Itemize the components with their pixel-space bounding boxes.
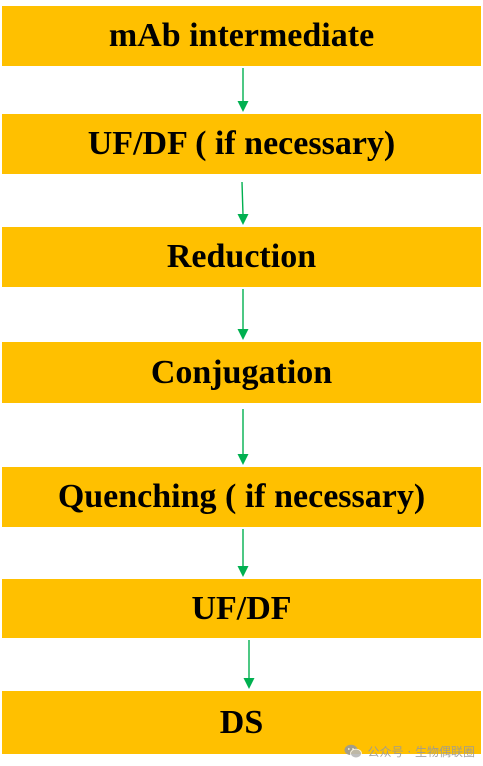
- arrow-down-2: [237, 181, 249, 225]
- watermark-text: 公众号 · 生物偶联圈: [367, 745, 475, 759]
- step-ufdf: UF/DF: [2, 579, 481, 638]
- step-conjugation: Conjugation: [2, 342, 481, 403]
- step-ds: DS: [2, 691, 481, 754]
- arrow-down-6: [243, 640, 255, 689]
- arrow-down-3: [237, 289, 249, 340]
- step-ufdf-if-necessary: UF/DF ( if necessary): [2, 114, 481, 174]
- step-quenching-if-necessary: Quenching ( if necessary): [2, 467, 481, 527]
- step-mab-intermediate: mAb intermediate: [2, 6, 481, 66]
- arrow-down-4: [237, 409, 249, 465]
- arrow-down-5: [237, 529, 249, 577]
- watermark: 公众号 · 生物偶联圈: [344, 743, 475, 760]
- arrow-down-1: [237, 68, 249, 112]
- wechat-icon: [344, 744, 362, 759]
- step-reduction: Reduction: [2, 227, 481, 287]
